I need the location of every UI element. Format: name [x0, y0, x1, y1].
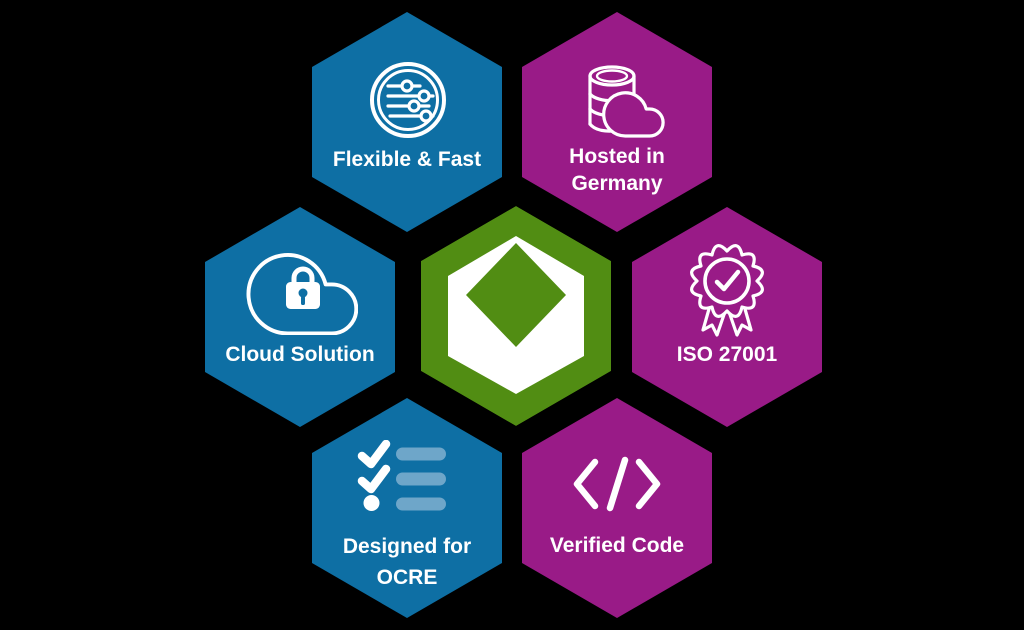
label-line: ISO 27001 — [676, 343, 778, 366]
label-line: Hosted in — [569, 145, 665, 168]
hexagon-iso-27001: ISO 27001 — [632, 207, 822, 427]
hexagon-flexible-fast: Flexible & Fast — [312, 12, 502, 232]
slash — [606, 456, 629, 512]
hex-label-flexible-fast: Flexible & Fast — [312, 146, 502, 173]
sliders-icon — [370, 62, 446, 138]
keyhole — [298, 288, 308, 298]
hex-label-hosted-in-germany: Hosted in Germany — [522, 143, 712, 197]
checkmark — [714, 269, 741, 292]
angle-bracket-right — [635, 458, 661, 510]
hexagon-verified-code: Verified Code — [522, 398, 712, 618]
certificate-rosette-icon — [690, 244, 764, 337]
hexagon-designed-for-ocre: Designed for OCRE — [312, 398, 502, 618]
database-cloud-icon — [588, 65, 665, 138]
list-bar-2 — [396, 472, 446, 486]
bullet-dot — [363, 495, 380, 511]
hex-label-iso-27001: ISO 27001 — [632, 341, 822, 368]
check-1 — [357, 440, 391, 469]
list-bar-1 — [396, 447, 446, 461]
hexagon-cloud-solution: Cloud Solution — [205, 207, 395, 427]
hex-label-designed-for-ocre: Designed for OCRE — [312, 531, 502, 593]
label-line: Verified Code — [549, 534, 685, 557]
label-line: Cloud Solution — [225, 343, 375, 366]
lock-shackle — [291, 266, 315, 287]
label-line: OCRE — [376, 566, 438, 589]
checklist-icon — [357, 440, 446, 511]
check-2 — [357, 464, 391, 494]
code-brackets-icon — [573, 456, 661, 512]
list-bar-3 — [396, 497, 446, 511]
label-line: Germany — [571, 172, 663, 195]
cube-hexagon-logo — [421, 206, 611, 426]
rosette-scallop — [690, 244, 764, 318]
angle-bracket-left — [573, 458, 599, 510]
hexagon-center-logo — [421, 206, 611, 426]
label-line: Flexible & Fast — [332, 148, 482, 171]
green-cube-top-face — [466, 243, 566, 347]
cloud-lock-icon — [246, 253, 358, 335]
hex-label-verified-code: Verified Code — [522, 532, 712, 559]
hexagon-hosted-in-germany: Hosted in Germany — [522, 12, 712, 232]
hex-label-cloud-solution: Cloud Solution — [205, 341, 395, 368]
label-line: Designed for — [342, 535, 472, 558]
